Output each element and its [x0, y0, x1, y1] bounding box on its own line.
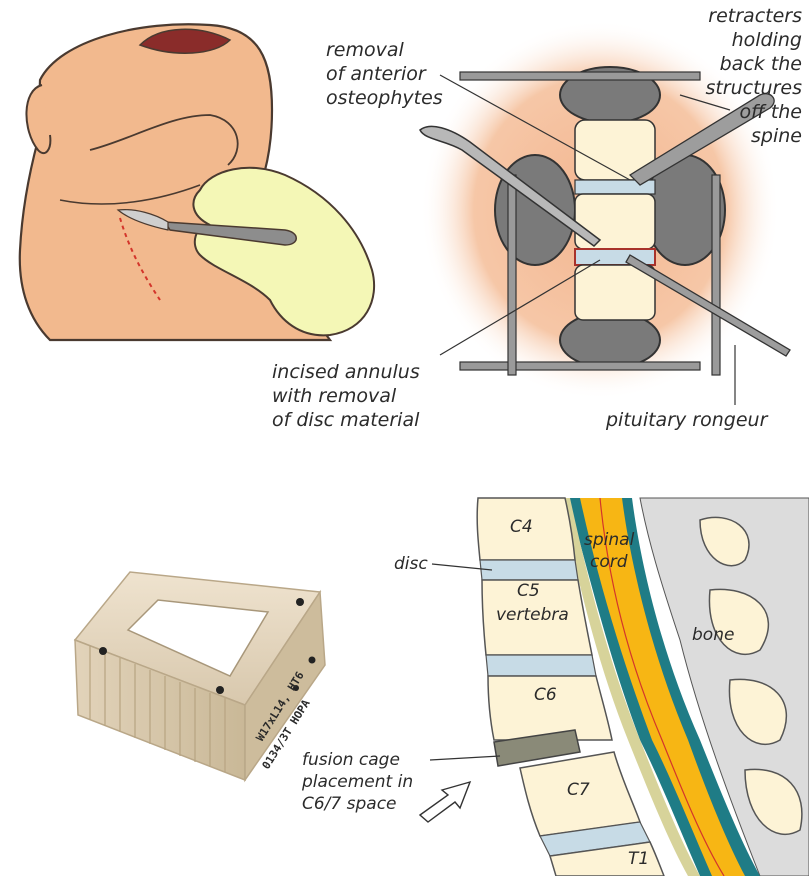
label-removal-1: removal — [326, 39, 405, 61]
retractor-rod-left — [508, 175, 516, 375]
cage-marker-pin-1 — [99, 647, 107, 655]
fusion-cage-photo: W17xL14, HT6 0134/3T HOPA — [75, 572, 325, 780]
label-cage-3: C6/7 space — [302, 794, 397, 814]
label-retracters-4: structures — [705, 77, 802, 99]
label-c6: C6 — [534, 685, 557, 705]
leader-cage — [430, 756, 500, 760]
label-annulus-2: with removal — [272, 385, 397, 407]
cage-marker-pin-3 — [296, 598, 304, 606]
label-removal-2: of anterior — [326, 63, 427, 85]
label-c7: C7 — [567, 780, 590, 800]
label-vertebra: vertebra — [496, 605, 569, 625]
disc-c4-c5 — [480, 560, 578, 580]
label-retracters-1: retracters — [708, 5, 802, 27]
retractor-rod-top — [460, 72, 700, 80]
label-rongeur: pituitary rongeur — [605, 409, 769, 431]
cage-marker-pin-4 — [309, 657, 316, 664]
label-cord: cord — [590, 552, 628, 572]
label-cage-2: placement in — [301, 772, 413, 792]
label-disc: disc — [394, 554, 428, 574]
insertion-arrow-icon — [420, 782, 470, 822]
label-bone: bone — [692, 625, 734, 645]
cage-marker-pin-2 — [216, 686, 224, 694]
label-c4: C4 — [510, 517, 533, 537]
label-cage-1: fusion cage — [302, 750, 400, 770]
label-annulus-1: incised annulus — [272, 361, 420, 383]
exposed-vertebra-lower — [575, 265, 655, 320]
label-removal-3: osteophytes — [326, 87, 443, 109]
retractor-rod-bottom — [460, 362, 700, 370]
label-spinal: spinal — [584, 530, 635, 550]
disc-c5-c6 — [486, 655, 596, 676]
label-retracters-6: spine — [751, 125, 802, 147]
neck-incision-panel — [20, 24, 374, 340]
retractor-rod-right — [712, 175, 720, 375]
label-retracters-3: back the — [720, 53, 802, 75]
label-t1: T1 — [628, 849, 649, 869]
label-retracters-2: holding — [732, 29, 802, 51]
label-c5: C5 — [517, 581, 540, 601]
label-annulus-3: of disc material — [272, 409, 420, 431]
label-retracters-5: off the — [739, 101, 802, 123]
